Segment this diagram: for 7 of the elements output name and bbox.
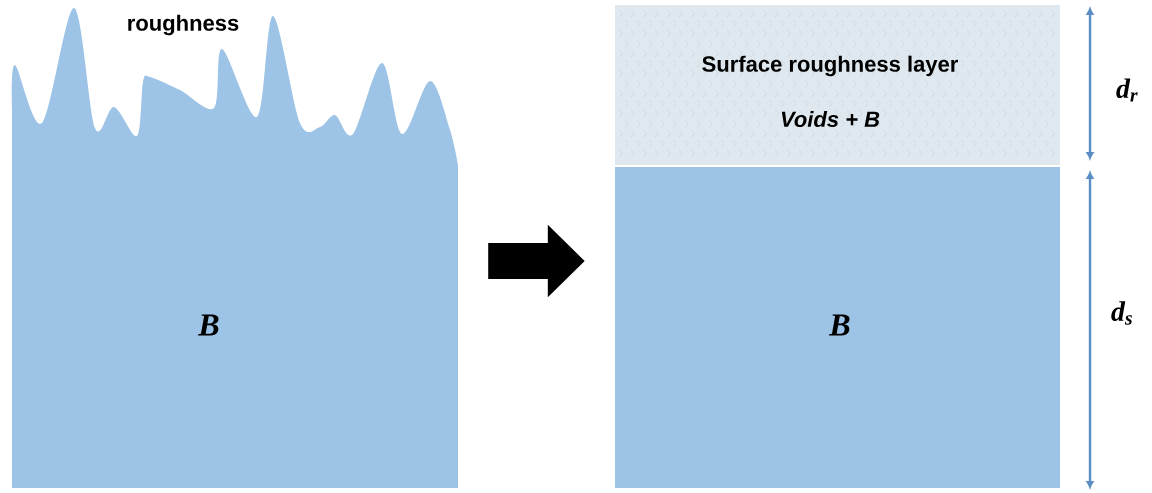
material-symbol: B xyxy=(829,314,850,336)
material-symbol: B xyxy=(198,314,219,336)
layer-title: Surface roughness layer xyxy=(702,55,959,77)
layer-composition: Voids + B xyxy=(781,110,880,128)
thickness-label: d$_{s}$ xyxy=(1111,301,1132,325)
roughness-label: roughness xyxy=(128,14,239,36)
thickness-label: d$_{r}$ xyxy=(1116,78,1138,102)
